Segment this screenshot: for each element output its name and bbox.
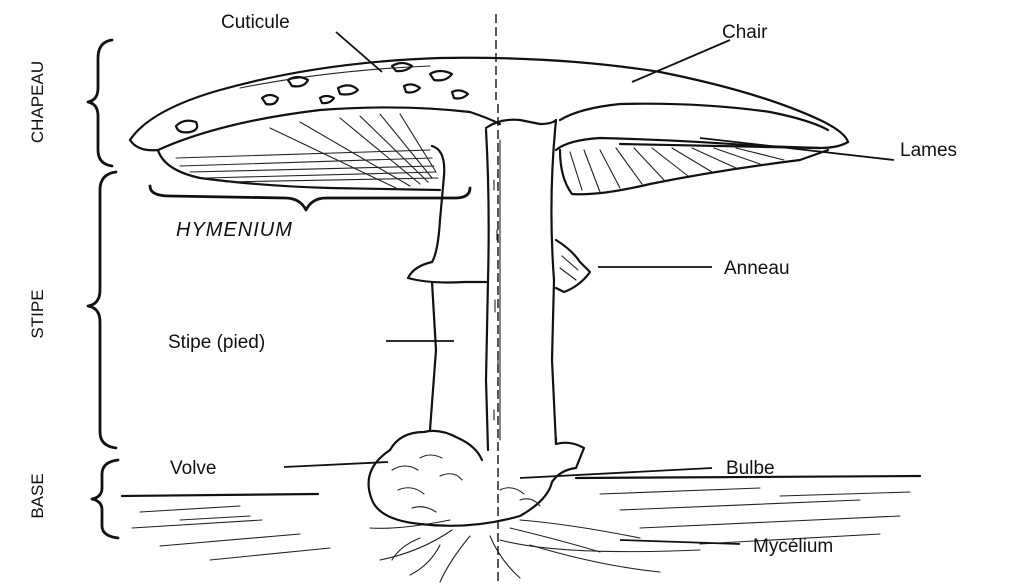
mycelium-roots — [370, 520, 700, 582]
stipe-brace — [88, 172, 116, 448]
stipe-side-label: STIPE — [28, 289, 47, 338]
volve-bulbe — [369, 431, 584, 526]
bulbe-label: Bulbe — [726, 458, 775, 479]
mycelium-label: Mycélium — [753, 536, 833, 557]
chapeau-side-label: CHAPEAU — [28, 61, 47, 143]
cuticule-label: Cuticule — [221, 12, 290, 33]
stipe-stem — [430, 120, 556, 450]
lames-label: Lames — [900, 140, 957, 161]
base-brace — [92, 460, 118, 538]
stipe-pied-label: Stipe (pied) — [168, 332, 265, 353]
center-axis-line — [496, 14, 498, 582]
chapeau-brace — [88, 40, 112, 166]
chair-label: Chair — [722, 22, 768, 43]
anneau-ring — [556, 240, 590, 292]
base-side-label: BASE — [28, 473, 47, 518]
volve-label: Volve — [170, 458, 216, 479]
anneau-label: Anneau — [724, 258, 790, 279]
hymenium-label: HYMENIUM — [176, 219, 293, 241]
